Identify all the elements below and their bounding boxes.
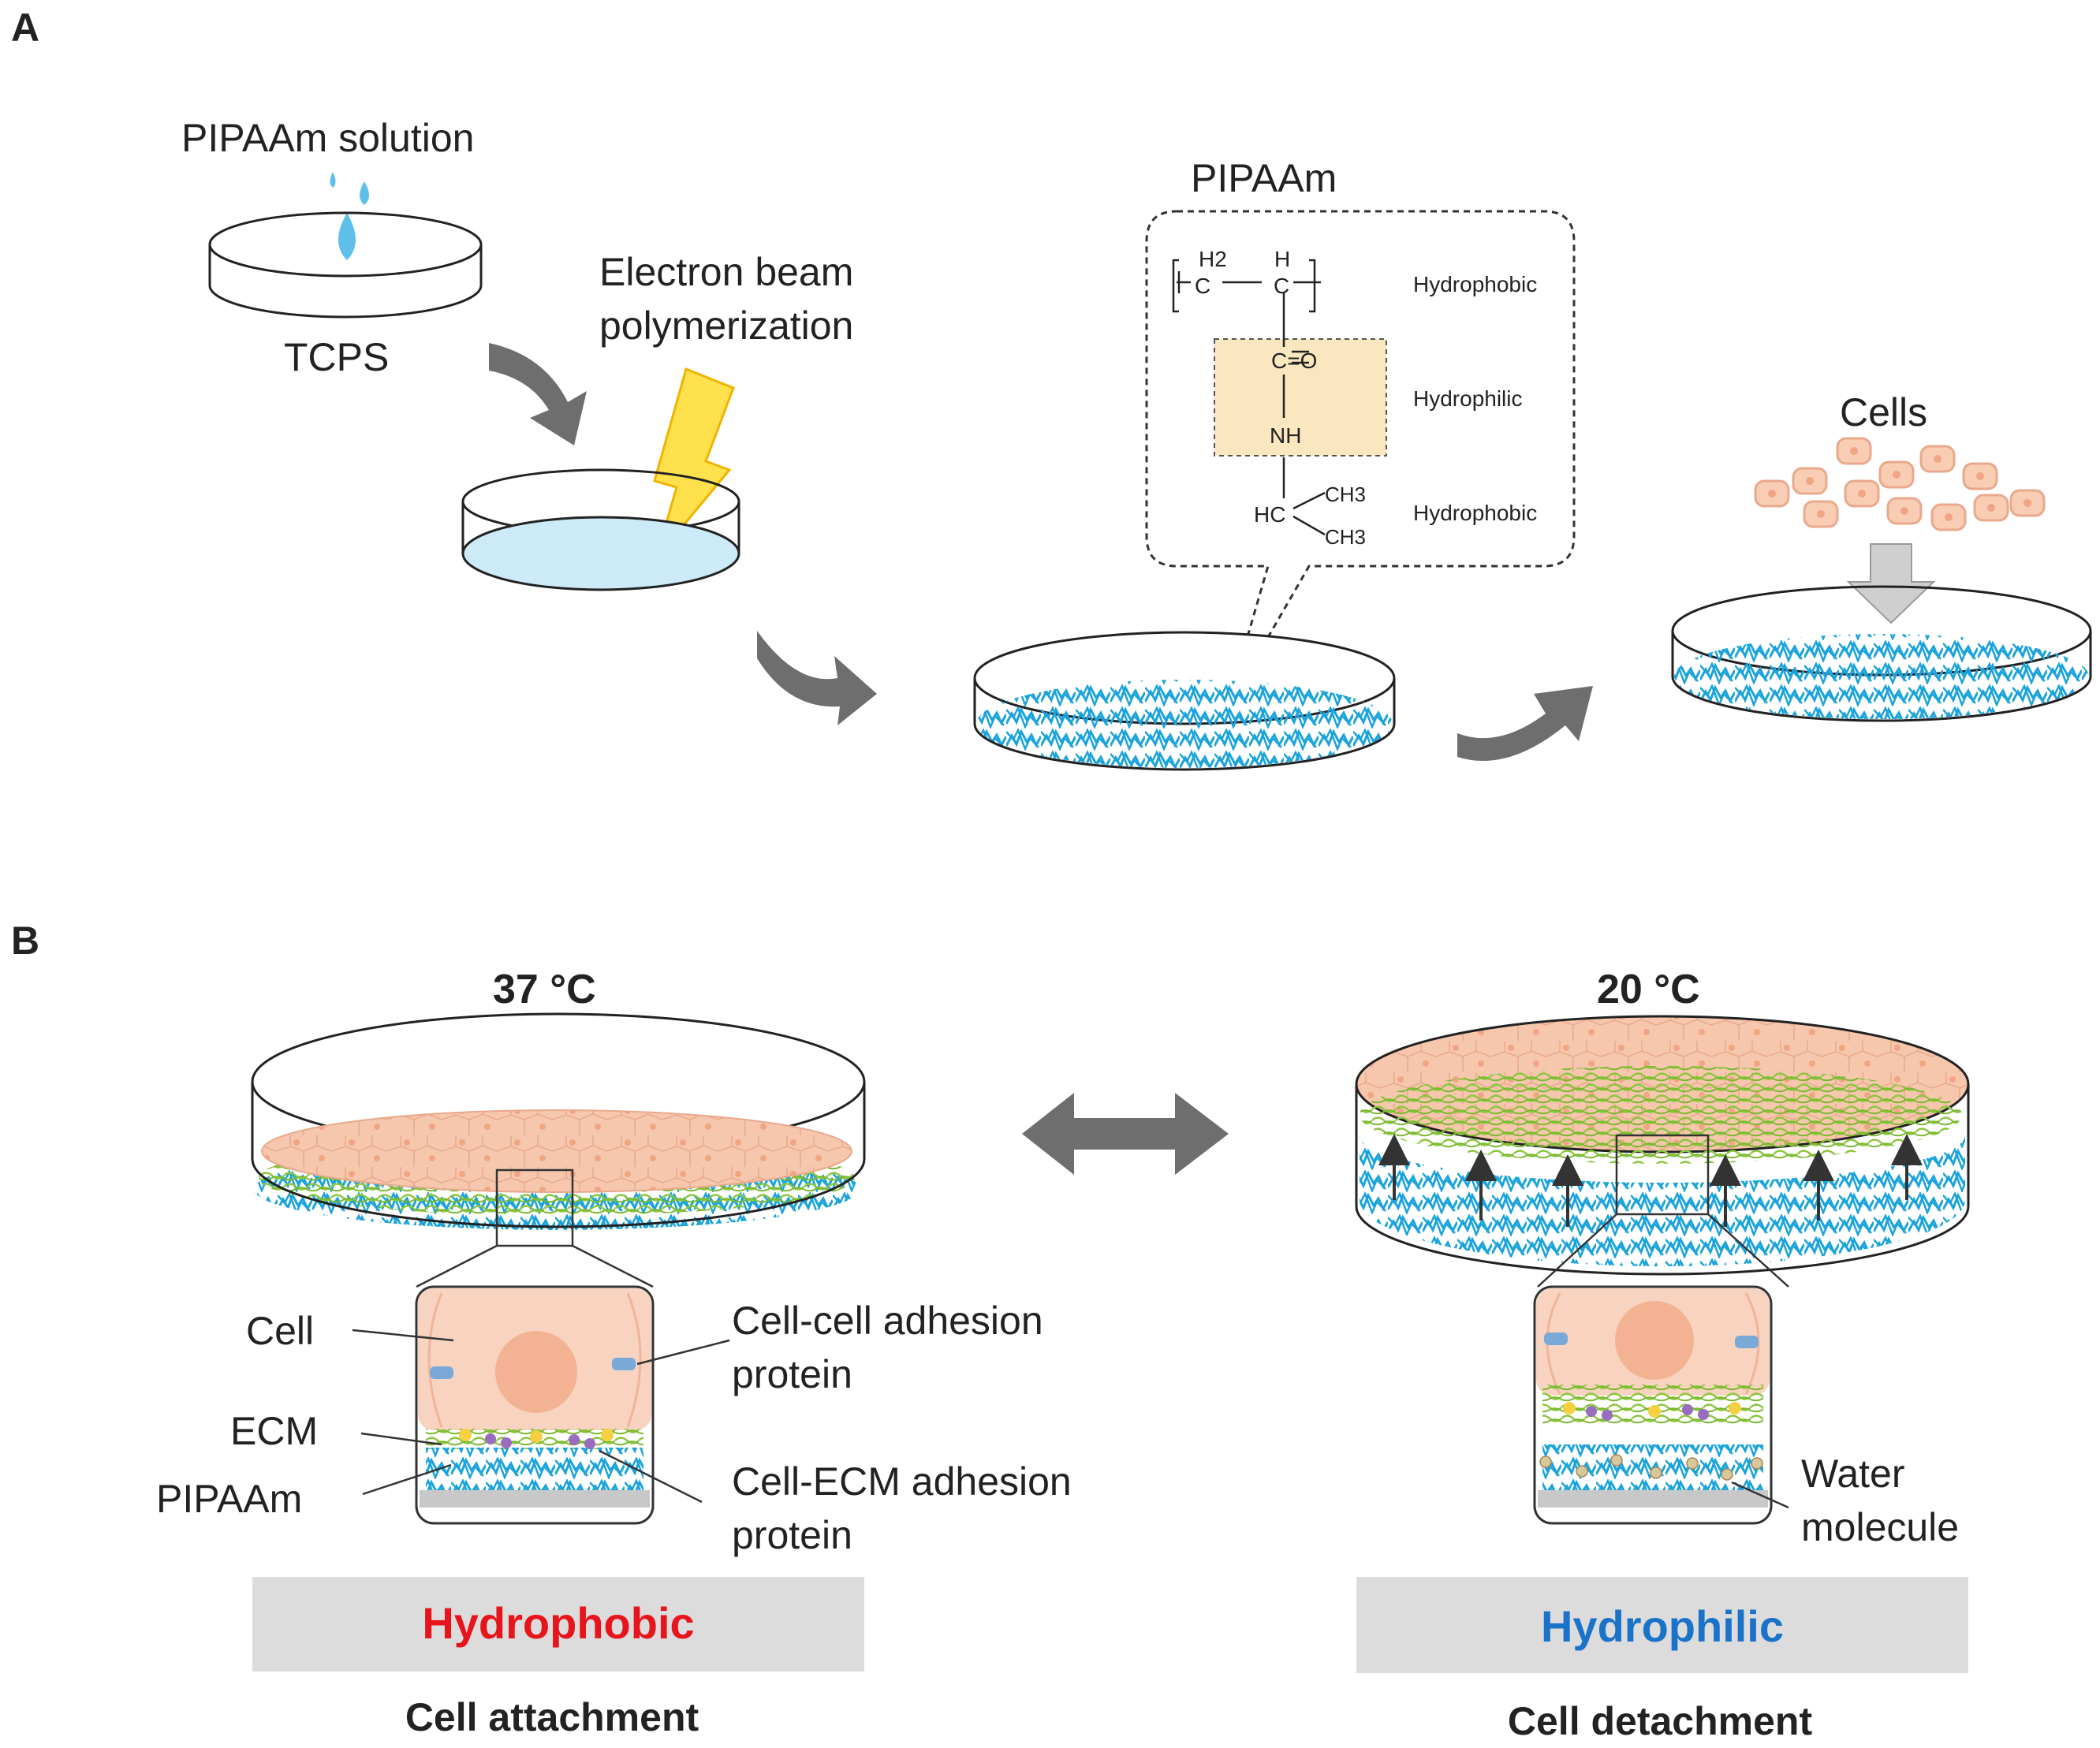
structure-callout (1145, 210, 1576, 710)
cell-cluster (1754, 437, 2046, 531)
chem-c2: C (1274, 274, 1289, 298)
chem-hc: HC (1254, 502, 1285, 527)
cell-cell-adhesion-label: Cell-cell adhesion (732, 1299, 1043, 1343)
coated-dish (461, 468, 740, 591)
curved-arrow-3 (1457, 686, 1593, 761)
prop-hydrophilic: Hydrophilic (1413, 386, 1523, 411)
prop-hydrophobic-top: Hydrophobic (1413, 272, 1537, 296)
chem-ch3-top: CH3 (1325, 483, 1366, 506)
hydrophilic-box (1356, 1577, 1968, 1673)
zoom-37 (415, 1285, 655, 1525)
cells-label: Cells (1840, 390, 1927, 434)
dish-37 (251, 1012, 866, 1288)
ecm-label: ECM (230, 1409, 318, 1453)
panel-a-letter: A (11, 6, 39, 50)
molecule-label: molecule (1801, 1505, 1959, 1549)
panel-b-letter: B (11, 919, 39, 963)
temp-20-label: 20 °C (1597, 967, 1700, 1012)
cell-label: Cell (246, 1309, 314, 1353)
curved-arrow-2 (757, 631, 877, 725)
seeding-dish (1671, 585, 2092, 722)
cell-ecm-adhesion-label: Cell-ECM adhesion (732, 1459, 1072, 1504)
cell-detachment-label: Cell detachment (1508, 1699, 1813, 1743)
lightning-icon (653, 367, 735, 559)
hydrophilic-label: Hydrophilic (1541, 1601, 1784, 1651)
chem-ch3-bottom: CH3 (1325, 525, 1366, 549)
dish-20 (1355, 1015, 1970, 1288)
double-arrow (1022, 1093, 1229, 1175)
hydrophobic-box (252, 1577, 864, 1672)
prop-hydrophobic-bottom: Hydrophobic (1413, 501, 1537, 525)
tcps-label: TCPS (284, 335, 389, 379)
chem-h2: H2 (1199, 247, 1227, 271)
hydrophobic-label: Hydrophobic (422, 1598, 694, 1648)
tcps-dish (208, 211, 483, 319)
temp-37-label: 37 °C (493, 967, 596, 1012)
pipaam-solution-label: PIPAAm solution (181, 116, 474, 160)
chem-c1: C (1195, 274, 1210, 298)
chem-carbonyl: C=O (1271, 348, 1317, 373)
zoom-20 (1533, 1285, 1773, 1525)
pipaam-title: PIPAAm (1191, 156, 1337, 200)
electron-beam-label: Electron beam (599, 250, 853, 294)
grafted-dish (973, 631, 1396, 771)
cell-cell-adhesion-label-2: protein (732, 1352, 852, 1396)
cell-attachment-label: Cell attachment (405, 1695, 699, 1739)
solution-drops (330, 172, 369, 260)
down-arrow (1846, 543, 1936, 624)
leaders-37 (352, 1329, 730, 1504)
polymerization-label: polymerization (599, 304, 853, 348)
curved-arrow-1 (489, 343, 587, 445)
chem-nh: NH (1270, 423, 1301, 448)
water-leader (1731, 1481, 1789, 1509)
water-label: Water (1801, 1452, 1905, 1496)
cell-ecm-adhesion-label-2: protein (732, 1513, 852, 1557)
pipaam-label: PIPAAm (156, 1477, 302, 1521)
chem-h: H (1274, 247, 1290, 271)
